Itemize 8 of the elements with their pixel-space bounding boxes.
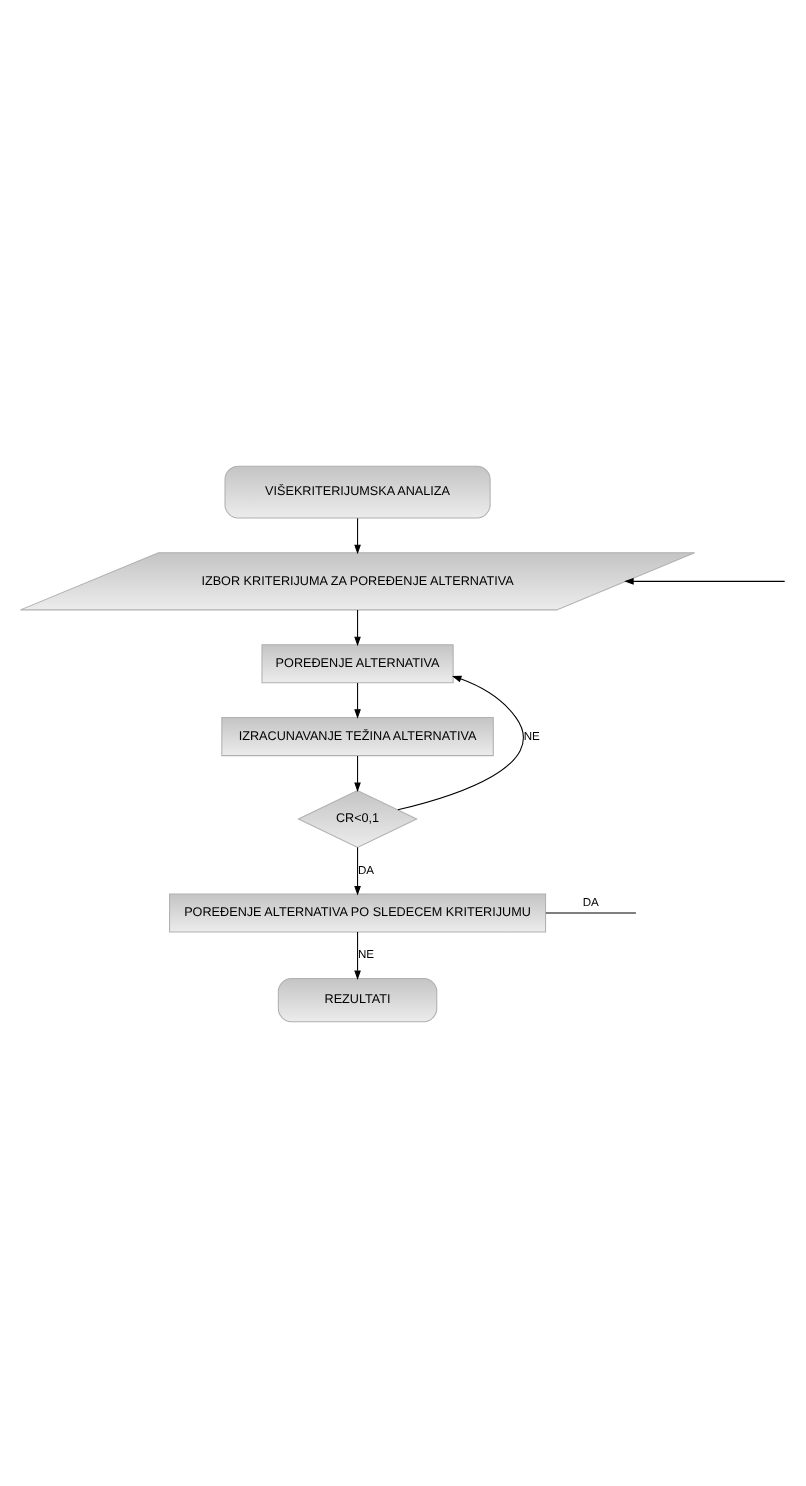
arrow — [354, 930, 361, 979]
arrow — [354, 608, 361, 646]
arrow — [397, 674, 524, 810]
arrow — [354, 516, 361, 554]
arrow — [624, 577, 786, 584]
arrow — [354, 681, 361, 718]
arrow — [354, 754, 361, 791]
arrow — [354, 846, 361, 895]
